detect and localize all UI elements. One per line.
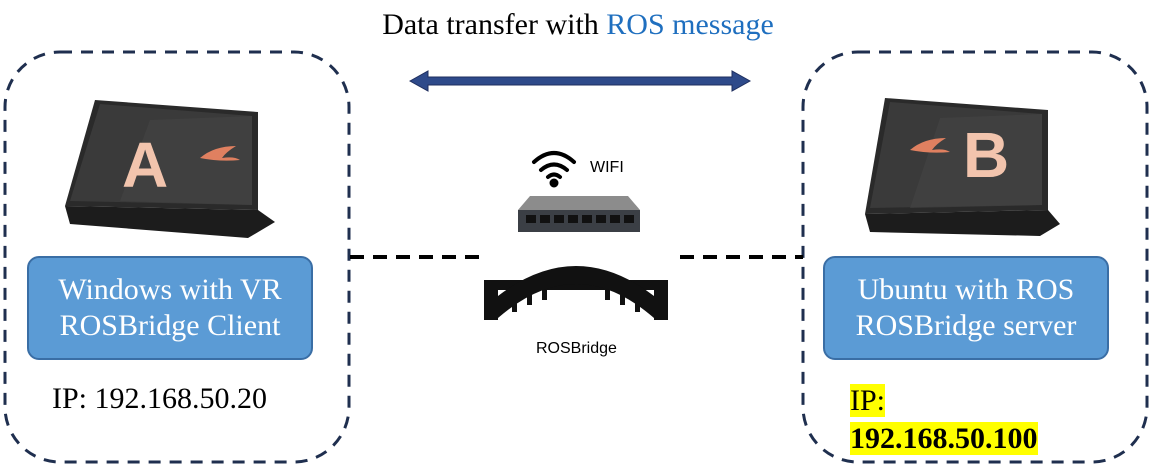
- server-ip-label: IP:: [850, 384, 886, 417]
- client-ip: IP: 192.168.50.20: [52, 382, 268, 415]
- laptop-icon: [865, 98, 1060, 236]
- left-group-outline: [3, 50, 351, 464]
- laptop-icon: [65, 100, 275, 238]
- client-box: Windows with VR ROSBridge Client: [27, 256, 313, 360]
- server-box-line1: Ubuntu with ROS: [857, 273, 1075, 306]
- title-prefix: Data transfer with: [382, 8, 599, 41]
- wifi-icon: [532, 151, 576, 188]
- network-switch-icon: [518, 196, 640, 232]
- laptop-letter-a: A: [122, 129, 169, 201]
- server-box-line2: ROSBridge server: [855, 309, 1077, 342]
- diagram-title: Data transfer with ROS message: [0, 8, 1156, 42]
- bridge-label: ROSBridge: [536, 340, 617, 357]
- title-accent: ROS message: [606, 8, 774, 41]
- server-box: Ubuntu with ROS ROSBridge server: [823, 256, 1109, 360]
- bridge-icon: [484, 266, 668, 320]
- laptop-letter-b: B: [963, 119, 1010, 191]
- client-box-line1: Windows with VR: [58, 273, 282, 306]
- wifi-label: WIFI: [590, 159, 624, 176]
- double-arrow-icon: [408, 70, 752, 92]
- server-ip-value: 192.168.50.100: [850, 422, 1038, 455]
- client-box-line2: ROSBridge Client: [59, 309, 281, 342]
